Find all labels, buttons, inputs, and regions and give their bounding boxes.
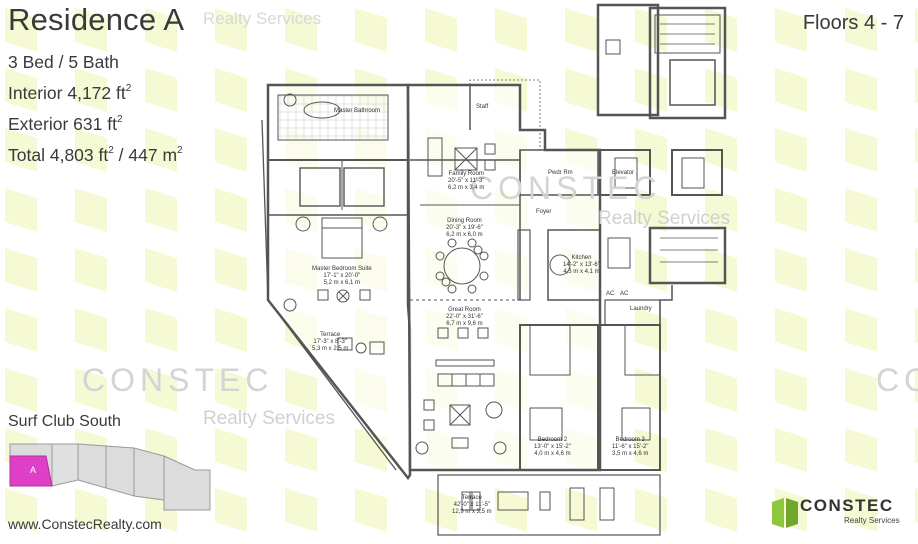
bedroom-3-name: Bedroom 3 [615, 437, 645, 443]
kitchen-ft: 14'-2" x 13'-6" [563, 262, 600, 268]
terrace-1-name: Terrace [320, 332, 341, 338]
terrace-2-ft: 42'-0" x 11'-5" [453, 502, 491, 508]
label-ac-1: AC [606, 291, 615, 297]
total-area: Total 4,803 ft2 / 447 m2 [8, 145, 183, 166]
room-bedroom-3: Bedroom 3 11'-6" x 15'-2" 3,5 m x 4,6 m [612, 437, 648, 458]
constec-logo: CONSTEC Realty Services [764, 492, 904, 532]
bedroom-2-name: Bedroom 2 [537, 437, 568, 443]
room-dining: Dining Room 20'-3" x 19'-6" 6,2 m x 6,0 … [446, 218, 483, 239]
room-master-suite: Master Bedroom Suite 17'-1" x 20'-0" 5,2… [312, 266, 372, 287]
great-room-name: Great Room [448, 307, 481, 313]
bedroom-2-ft: 13'-0" x 15'-2" [534, 444, 571, 450]
dining-room-m: 6,2 m x 6,0 m [446, 232, 483, 238]
bedroom-3-m: 3,5 m x 4,6 m [612, 451, 649, 457]
great-room-m: 6,7 m x 9,6 m [446, 321, 483, 327]
key-plan-unit-highlight [9, 455, 53, 487]
realty-services-tag: Realty Services [203, 9, 322, 28]
family-room-ft: 20'-5" x 11'-3" [448, 178, 485, 184]
logo-name: CONSTEC [800, 496, 894, 515]
total-label: Total [8, 145, 45, 165]
total-m: / 447 m [118, 145, 178, 165]
total-ft: 4,803 ft [49, 145, 109, 165]
sq-sup: 2 [116, 114, 123, 125]
room-laundry: Laundry [630, 306, 652, 312]
terrace-1-ft: 17'-3" x 8'-3" [313, 339, 347, 345]
master-suite-ft: 17'-1" x 20'-0" [323, 273, 361, 279]
room-powder: Pwdr Rm [548, 170, 573, 176]
building-name: Surf Club South [8, 413, 121, 430]
room-great: Great Room 22'-0" x 31'-6" 6,7 m x 9,6 m [446, 307, 483, 328]
room-staff: Staff [476, 104, 489, 110]
terrace-2-m: 12,9 m x 3,5 m [452, 509, 492, 515]
room-foyer: Foyer [536, 209, 552, 215]
watermark-sub-left: Realty Services [203, 408, 335, 429]
room-terrace-2: Terrace 42'-0" x 11'-5" 12,9 m x 3,5 m [452, 495, 492, 516]
kitchen-name: Kitchen [571, 255, 592, 261]
terrace-2-name: Terrace [461, 495, 482, 501]
label-ac-2: AC [620, 291, 629, 297]
constec-logo-mark [772, 498, 798, 528]
furniture [283, 39, 705, 521]
logo-sub: Realty Services [844, 516, 900, 525]
watermark-brand-right: CONSTEC [876, 362, 918, 398]
sq-sup: 2 [177, 145, 183, 156]
floors-label: Floors 4 - 7 [802, 12, 904, 34]
dining-room-ft: 20'-3" x 19'-6" [446, 225, 483, 231]
family-room-m: 6,2 m x 3,4 m [448, 185, 485, 191]
master-suite-m: 5,2 m x 6,1 m [323, 280, 361, 286]
key-plan-unit-label: A [30, 465, 37, 475]
kitchen-m: 4,3 m x 4,1 m [563, 269, 600, 275]
website-url: www.ConstecRealty.com [8, 516, 162, 532]
bedroom-3-ft: 11'-6" x 15'-2" [612, 444, 649, 450]
watermark-brand-left: CONSTEC [82, 362, 274, 398]
dining-room-name: Dining Room [447, 218, 482, 224]
watermark-sub-center: Realty Services [598, 208, 730, 229]
key-plan [9, 443, 211, 511]
interior-label: Interior [8, 83, 63, 103]
watermark-brand-center: CONSTEC [470, 170, 662, 206]
exterior-value: 631 ft [73, 114, 117, 134]
interior-value: 4,172 ft [67, 83, 126, 103]
great-room-ft: 22'-0" x 31'-6" [446, 314, 483, 320]
sq-sup: 2 [108, 145, 114, 156]
master-suite-name: Master Bedroom Suite [312, 266, 372, 272]
room-family: Family Room 20'-5" x 11'-3" 6,2 m x 3,4 … [448, 171, 484, 192]
room-elevator: Elevator [612, 170, 635, 176]
room-master-bathroom: Master Bathroom [334, 108, 381, 114]
room-terrace-1: Terrace 17'-3" x 8'-3" 5,3 m x 2,5 m [312, 332, 348, 353]
family-room-name: Family Room [448, 171, 484, 177]
bedroom-2-m: 4,0 m x 4,6 m [534, 451, 571, 457]
sq-sup: 2 [125, 83, 132, 94]
room-kitchen: Kitchen 14'-2" x 13'-6" 4,3 m x 4,1 m [563, 255, 600, 276]
exterior-area: Exterior 631 ft2 [8, 114, 123, 135]
exterior-label: Exterior [8, 114, 69, 134]
interior-area: Interior 4,172 ft2 [8, 83, 131, 104]
residence-title: Residence A [8, 2, 185, 37]
room-bedroom-2: Bedroom 2 13'-0" x 15'-2" 4,0 m x 4,6 m [534, 437, 571, 458]
bed-bath: 3 Bed / 5 Bath [8, 52, 119, 72]
terrace-1-m: 5,3 m x 2,5 m [312, 346, 349, 352]
